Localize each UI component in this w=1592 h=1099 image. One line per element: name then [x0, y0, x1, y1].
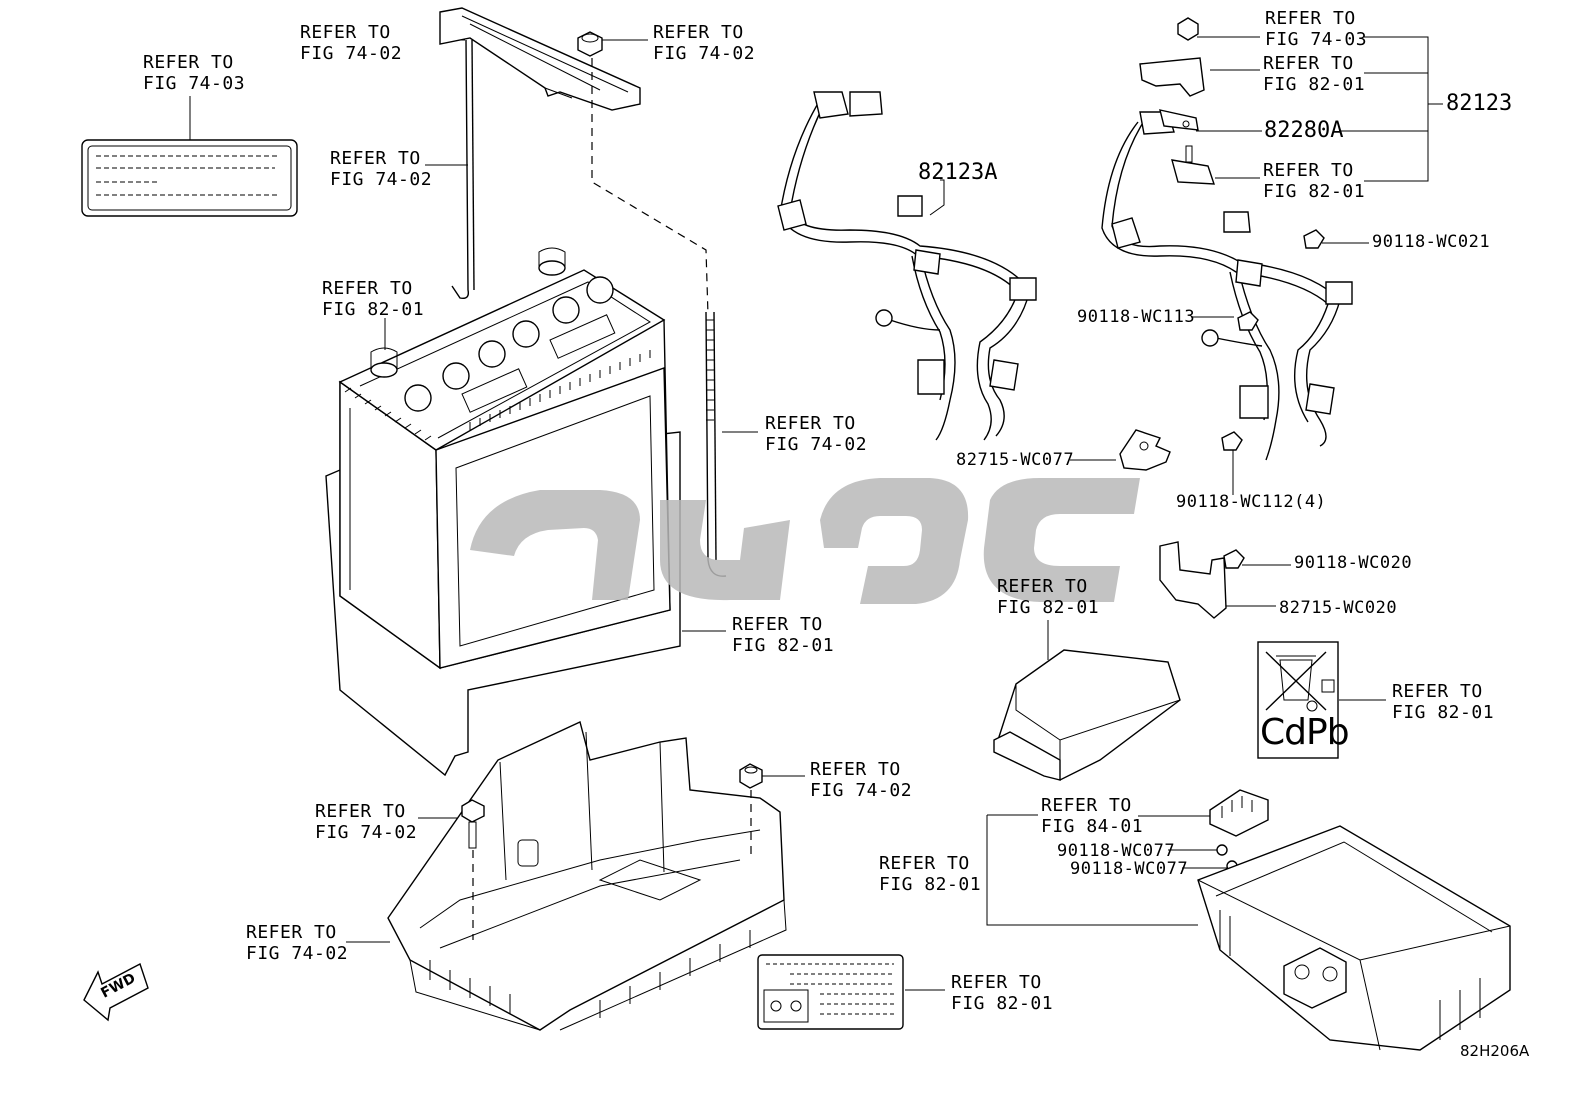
callout-r-nut: REFER TO FIG 74-03: [1265, 8, 1368, 50]
callout-rod: REFER TO FIG 74-02: [330, 148, 433, 190]
battery-hold-down: [439, 7, 641, 300]
threaded-rod: [705, 311, 727, 577]
cable-82123: [1101, 111, 1353, 461]
bracket-82715-wc020: [1159, 541, 1245, 619]
ecu-unit: [993, 649, 1181, 781]
caution-label-bottom: [757, 954, 904, 1030]
callout-tray-bolt: REFER TO FIG 74-02: [315, 801, 418, 843]
tray-nut: [739, 763, 763, 860]
part-number-wc077-b: 90118-WC077: [1070, 859, 1189, 879]
callout-tray: REFER TO FIG 74-02: [246, 922, 349, 964]
callout-bolt-right: REFER TO FIG 74-02: [765, 413, 868, 455]
part-number-82123a: 82123A: [918, 160, 998, 185]
callout-module: REFER TO FIG 82-01: [879, 853, 982, 895]
part-number-wc077-a: 90118-WC077: [1057, 841, 1176, 861]
callout-r-sensor: REFER TO FIG 82-01: [1263, 160, 1366, 202]
fwd-arrow-icon: [83, 962, 149, 1022]
right-small-parts: [1139, 17, 1325, 451]
battery-tray: [387, 721, 787, 1031]
tray-bolt: [461, 799, 485, 940]
part-number-82280a: 82280A: [1264, 118, 1344, 143]
callout-connector: REFER TO FIG 84-01: [1041, 795, 1144, 837]
leader-lines: [189, 36, 1443, 991]
callout-ecu: REFER TO FIG 82-01: [997, 576, 1100, 618]
callout-nut-top: REFER TO FIG 74-02: [653, 22, 756, 64]
part-number-82715-wc020: 82715-WC020: [1279, 598, 1398, 618]
callout-label-fig-74-03: REFER TO FIG 74-03: [143, 52, 246, 94]
connector-block: [1209, 789, 1269, 837]
part-number-wc021: 90118-WC021: [1372, 232, 1491, 252]
callout-caution-label: REFER TO FIG 82-01: [951, 972, 1054, 1014]
callout-hold-down: REFER TO FIG 74-02: [300, 22, 403, 64]
callout-recycle: REFER TO FIG 82-01: [1392, 681, 1495, 723]
watermark: [470, 478, 1140, 604]
part-number-wc112: 90118-WC112(4): [1176, 492, 1327, 512]
crossed-bin-recycle-icon: [1257, 641, 1339, 759]
clamp-82715-wc077: [1119, 429, 1171, 471]
diagram-code: 82H206A: [1460, 1042, 1530, 1060]
nut-wc077-a: [1216, 844, 1228, 856]
caution-label-top-left: [81, 139, 298, 217]
part-number-82123: 82123: [1446, 91, 1513, 116]
nut-top: [577, 31, 603, 57]
callout-tray-nut: REFER TO FIG 74-02: [810, 759, 913, 801]
recycle-cdpb-text: CdPb: [1260, 712, 1350, 753]
callout-terminal: REFER TO FIG 82-01: [322, 278, 425, 320]
control-module: [1197, 825, 1511, 1051]
callout-battery: REFER TO FIG 82-01: [732, 614, 835, 656]
part-number-wc113: 90118-WC113: [1077, 307, 1196, 327]
cable-82123a: [777, 91, 1037, 441]
callout-r-clamp: REFER TO FIG 82-01: [1263, 53, 1366, 95]
part-number-wc020: 90118-WC020: [1294, 553, 1413, 573]
part-number-82715-wc077: 82715-WC077: [956, 450, 1075, 470]
